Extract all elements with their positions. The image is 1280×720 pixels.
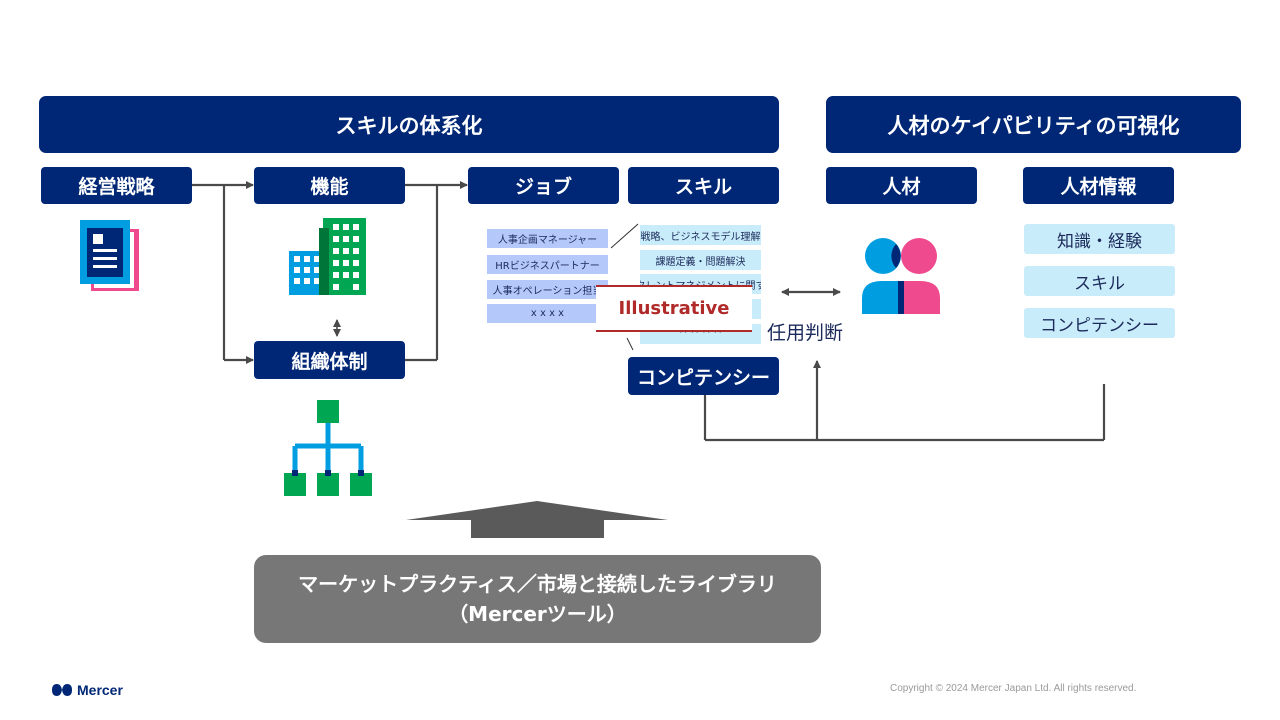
discretion-label: 任用判断 [767,322,844,344]
job-item: x x x x [487,304,608,323]
document-icon [80,220,139,291]
job-skill-link-top [610,223,639,249]
mercer-logo-icon [52,684,72,696]
market-library-box: マーケットプラクティス／市場と接続したライブラリ （Mercerツール） [254,555,821,643]
tag-talent: 人材 [826,167,977,204]
buildings-icon [289,218,366,295]
job-item: 人事オペレーション担当 [487,280,608,299]
job-item: 人事企画マネージャー [487,229,608,248]
tag-organization: 組織体制 [254,341,405,379]
skill-item: 戦略、ビジネスモデル理解 [640,225,761,245]
header-capability-visualization: 人材のケイパビリティの可視化 [826,96,1241,153]
tag-job: ジョブ [468,167,619,204]
talent-info-item: 知識・経験 [1024,224,1175,254]
market-up-arrow [406,501,668,538]
talent-info-item: コンピテンシー [1024,308,1175,338]
tag-competency: コンピテンシー [628,357,779,395]
tag-skill: スキル [628,167,779,204]
skill-item: 課題定義・問題解決 [640,250,761,270]
org-chart-icon [284,400,372,496]
people-icon [862,238,940,314]
tag-function: 機能 [254,167,405,204]
market-line-1: マーケットプラクティス／市場と接続したライブラリ [298,572,777,596]
copyright: Copyright © 2024 Mercer Japan Ltd. All r… [890,683,1137,694]
job-skill-link-bottom [626,337,634,351]
job-item: HRビジネスパートナー [487,255,608,274]
mercer-brand: Mercer [77,682,123,698]
tag-strategy: 経営戦略 [41,167,192,204]
tag-talent-info: 人材情報 [1023,167,1174,204]
illustrative-label: Illustrative [596,285,752,332]
mercer-logo: Mercer [51,682,123,698]
header-skill-system: スキルの体系化 [39,96,779,153]
market-line-2: （Mercerツール） [448,602,627,626]
talent-info-item: スキル [1024,266,1175,296]
